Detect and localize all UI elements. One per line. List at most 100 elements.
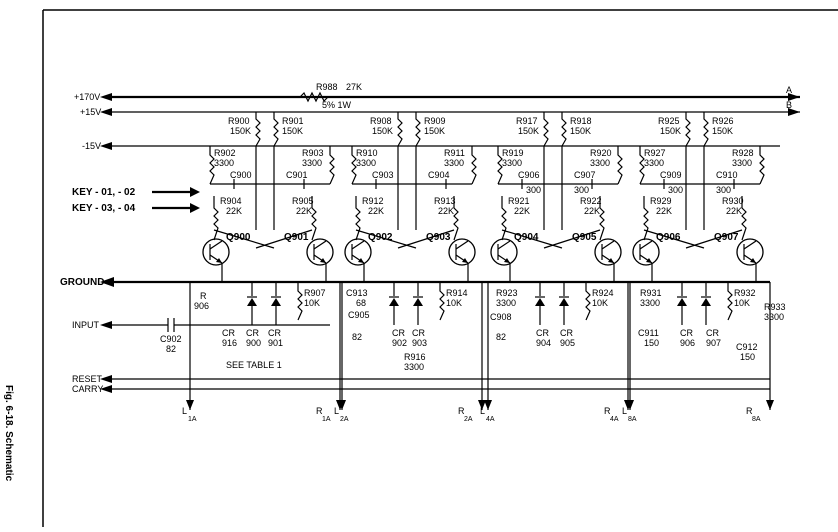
stage-0-cap-left-ref: C900 xyxy=(230,170,252,180)
stage-0-r-bottom xyxy=(297,282,303,321)
stage-1-r-collector-left xyxy=(397,112,403,147)
stage-2-base-right-value: 3300 xyxy=(590,158,610,168)
stage-3-q-right xyxy=(736,238,764,266)
caption-text: Fig. 6-18. Schematic xyxy=(3,385,14,482)
stage-1-diode-right xyxy=(413,298,423,306)
stage-2-cap-left-ref: C906 xyxy=(518,170,540,180)
stage-1-cap-right-ref: C904 xyxy=(428,170,450,180)
r988-resistor xyxy=(299,91,329,103)
stage-3-out-right-sub: 8A xyxy=(752,416,761,423)
stage-2-cap-right-value: 300 xyxy=(574,185,589,195)
stage-1-base-left-ref: R910 xyxy=(356,148,378,158)
stage-2-diode-right xyxy=(559,298,569,306)
stage-3-out-left-arrow xyxy=(626,400,634,410)
stage-2-out-left-sub: 4A xyxy=(486,416,495,423)
stage-0-q-left-collector xyxy=(209,240,223,250)
stage-3-cross-left-value: 22K xyxy=(656,206,672,216)
stage-2-base-left-ref: R919 xyxy=(502,148,524,158)
stage-2-r-cross-left xyxy=(501,196,507,241)
stage-3-r-collector-right xyxy=(703,112,709,147)
stage-2-r-bottom xyxy=(585,282,591,321)
stage-3-base-right-value: 3300 xyxy=(732,158,752,168)
stage-2-cap-left-value: 300 xyxy=(526,185,541,195)
stage-1-q-left-ref: Q902 xyxy=(368,232,393,243)
stage-3-bottom-ref: R932 xyxy=(734,288,756,298)
stage-1-r-cross-left xyxy=(355,196,361,241)
stage-2-bottom-ref: R924 xyxy=(592,288,614,298)
stage-2-q-left xyxy=(490,238,518,266)
stage-1-base-left-value: 3300 xyxy=(356,158,376,168)
stage-2-r-cross-right xyxy=(599,196,605,241)
stage-2-bottom-value: 10K xyxy=(592,298,608,308)
stage-1-collector-right-value: 150K xyxy=(424,126,445,136)
stage-2-q-left-ref: Q904 xyxy=(514,232,539,243)
stage-0-q-right-ref: Q901 xyxy=(284,232,309,243)
stage-0-collector-right-value: 150K xyxy=(282,126,303,136)
stage-3-cap-right-value: 300 xyxy=(716,185,731,195)
stage-1-out-right-arrow xyxy=(478,400,486,410)
stage-3-out-right-arrow xyxy=(766,400,774,410)
stage-0-cross-left-value: 22K xyxy=(226,206,242,216)
stage-0-q-left-arrow xyxy=(216,258,222,263)
stage-1-cap-left-ref: C903 xyxy=(372,170,394,180)
stage-0-q-left xyxy=(202,238,230,266)
stage-3-cross-wire-b xyxy=(685,229,743,249)
stage-1-q-right-collector xyxy=(455,240,469,250)
stage-1-bottom-ref: R914 xyxy=(446,288,468,298)
stage-0-cross-left-ref: R904 xyxy=(220,196,242,206)
stage-2-base-right-ref: R920 xyxy=(590,148,612,158)
stage-3-q-left xyxy=(632,238,660,266)
stage-2-r-collector-left xyxy=(543,112,549,147)
stage-0-collector-right-ref: R901 xyxy=(282,116,304,126)
stage-1-collector-right-ref: R909 xyxy=(424,116,446,126)
stage-0-base-right-ref: R903 xyxy=(302,148,324,158)
stage-2-r-base-right xyxy=(617,146,623,185)
stage-3-q-right-arrow xyxy=(750,258,756,263)
c902-capacitor xyxy=(167,318,330,332)
stage-2-q-left-arrow xyxy=(504,258,510,263)
stage-3-cross-left-ref: R929 xyxy=(650,196,672,206)
stage-0-collector-left-ref: R900 xyxy=(228,116,250,126)
stage-0-r-base-left xyxy=(209,146,215,185)
stage-0-diode-right xyxy=(271,298,281,306)
stage-1-diode-left xyxy=(389,298,399,306)
stage-3-r-bottom xyxy=(727,282,733,321)
stage-3-r-cross-right xyxy=(741,196,747,241)
stage-0-collector-left-value: 150K xyxy=(230,126,251,136)
stage-0-cap-right-ref: C901 xyxy=(286,170,308,180)
stage-3-cap-right-ref: C910 xyxy=(716,170,738,180)
stage-3-r-base-left xyxy=(639,146,645,185)
stage-3-cap-left-ref: C909 xyxy=(660,170,682,180)
stage-0-r-collector-right xyxy=(273,112,279,147)
stage-2-cross-wire-b xyxy=(543,229,601,249)
stage-1-r-cross-right xyxy=(453,196,459,241)
stage-1-out-left-label: L xyxy=(334,406,339,416)
stage-3-collector-left-value: 150K xyxy=(660,126,681,136)
stage-0-r-base-right xyxy=(329,146,335,185)
stage-1-r-collector-right xyxy=(415,112,421,147)
stage-0-q-right-arrow xyxy=(320,258,326,263)
stage-3-base-left-ref: R927 xyxy=(644,148,666,158)
supply-rails xyxy=(100,93,800,393)
stage-0-base-left-ref: R902 xyxy=(214,148,236,158)
stage-2-q-right xyxy=(594,238,622,266)
stage-3-cross-right-value: 22K xyxy=(726,206,742,216)
stage-1-r-bottom xyxy=(439,282,445,321)
stage-1-q-left-arrow xyxy=(358,258,364,263)
stage-3-q-left-collector xyxy=(639,240,653,250)
stage-2-collector-left-ref: R917 xyxy=(516,116,538,126)
key-arrows xyxy=(152,187,200,213)
stage-1-q-left-collector xyxy=(351,240,365,250)
stage-0-out-right-label: R xyxy=(316,406,323,416)
stage-2-cross-left-value: 22K xyxy=(514,206,530,216)
stage-1-out-left-arrow xyxy=(338,400,346,410)
stage-0-diode-left xyxy=(247,298,257,306)
stage-2-cross-right-ref: R922 xyxy=(580,196,602,206)
stage-1-cross-left-value: 22K xyxy=(368,206,384,216)
stage-0-bottom-ref: R907 xyxy=(304,288,326,298)
stage-2-r-collector-right xyxy=(561,112,567,147)
stage-2-cross-right-value: 22K xyxy=(584,206,600,216)
stage-2-q-right-collector xyxy=(601,240,615,250)
stage-1-out-right-label: R xyxy=(458,406,465,416)
stage-1-collector-left-ref: R908 xyxy=(370,116,392,126)
